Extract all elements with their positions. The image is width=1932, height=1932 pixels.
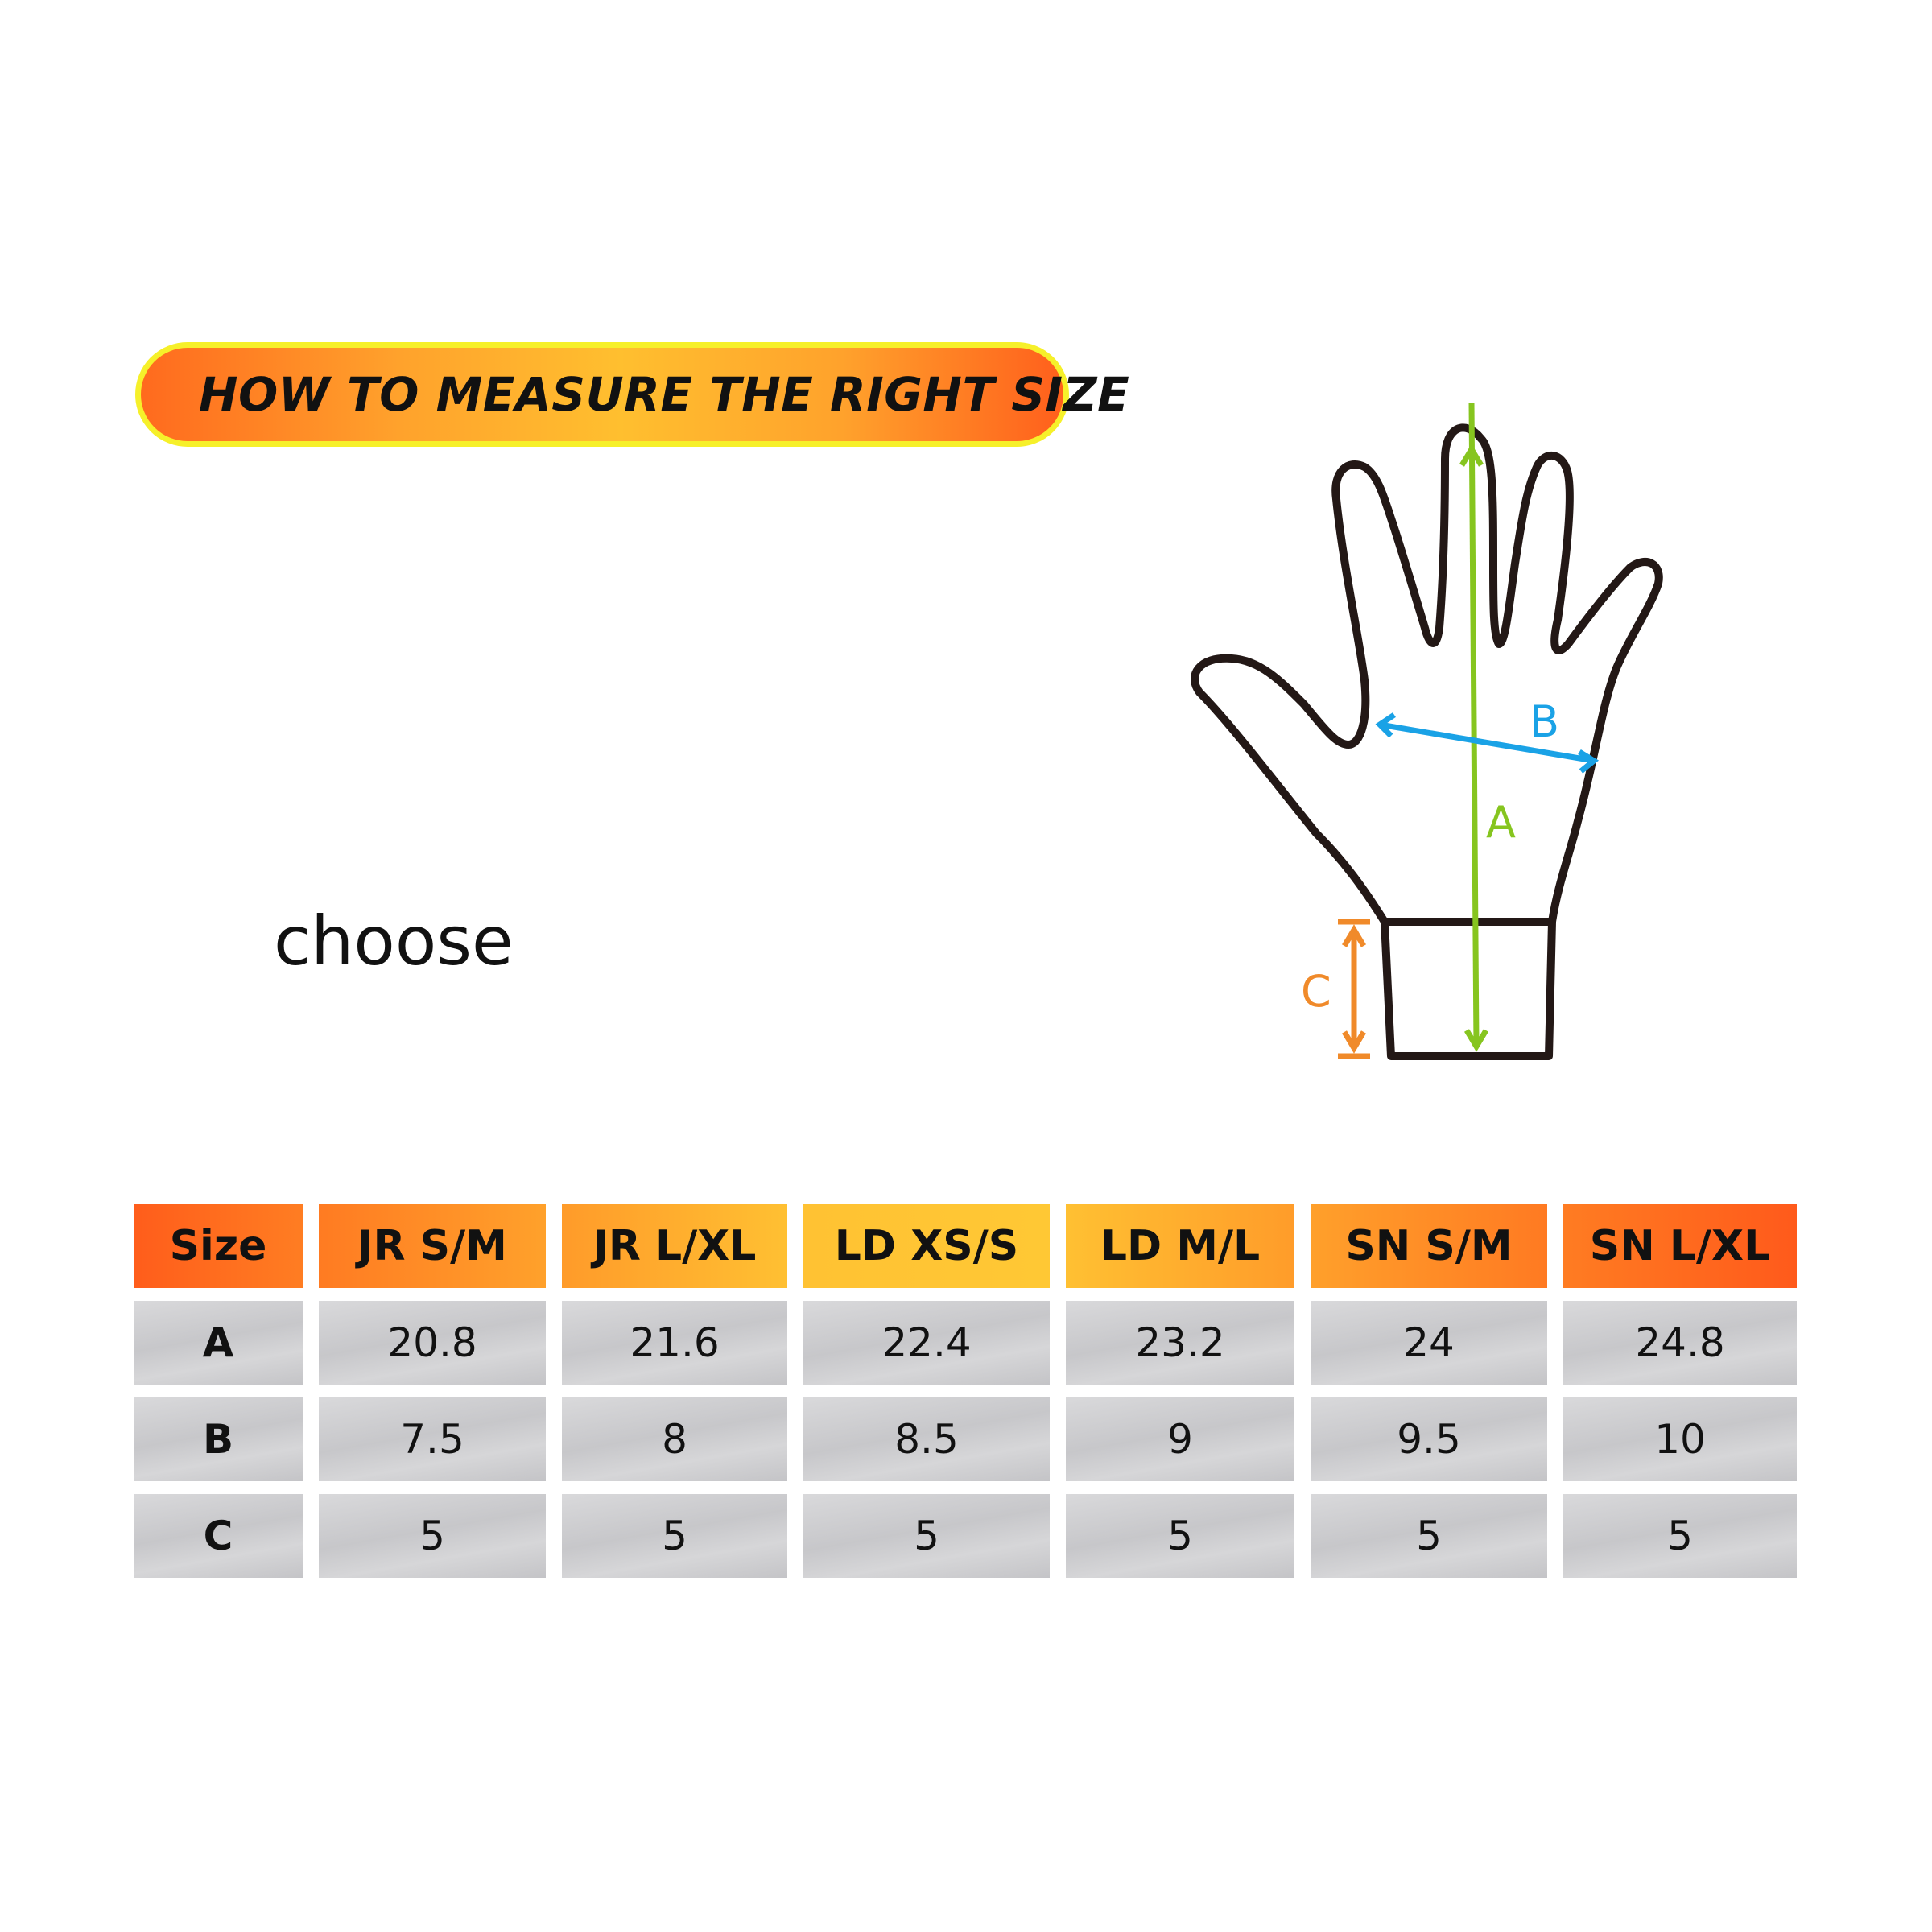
table-cell: 5	[803, 1494, 1050, 1578]
table-header-row: Size JR S/M JR L/XL LD XS/S LD M/L SN S/…	[134, 1204, 1797, 1288]
table-cell: 10	[1563, 1397, 1797, 1481]
table-cell: 23.2	[1066, 1301, 1294, 1385]
label-c: C	[1301, 966, 1331, 1017]
measure-a-arrow	[1459, 402, 1489, 1052]
table-cell: 21.6	[562, 1301, 787, 1385]
label-b: B	[1530, 696, 1559, 747]
header-ld-xs-s: LD XS/S	[803, 1204, 1050, 1288]
measure-c-arrow	[1338, 919, 1370, 1059]
table-cell: 5	[319, 1494, 546, 1578]
table-cell: 5	[1563, 1494, 1797, 1578]
table-cell: 5	[562, 1494, 787, 1578]
label-a: A	[1486, 797, 1516, 848]
table-cell: 22.4	[803, 1301, 1050, 1385]
header-size: Size	[134, 1204, 303, 1288]
header-jr-s-m: JR S/M	[319, 1204, 546, 1288]
table-cell: 8.5	[803, 1397, 1050, 1481]
table-row-a: A 20.8 21.6 22.4 23.2 24 24.8	[134, 1301, 1797, 1385]
table-cell: 24	[1311, 1301, 1547, 1385]
hand-outline	[1191, 423, 1663, 926]
table-cell: 8	[562, 1397, 787, 1481]
row-label-b: B	[134, 1397, 303, 1481]
table-cell: 9.5	[1311, 1397, 1547, 1481]
glove-cuff	[1381, 918, 1556, 1060]
table-cell: 24.8	[1563, 1301, 1797, 1385]
table-cell: 9	[1066, 1397, 1294, 1481]
row-label-c: C	[134, 1494, 303, 1578]
table-row-c: C 5 5 5 5 5 5	[134, 1494, 1797, 1578]
table-cell: 20.8	[319, 1301, 546, 1385]
size-chart-table: Size JR S/M JR L/XL LD XS/S LD M/L SN S/…	[118, 1191, 1813, 1591]
measure-b-arrow	[1375, 712, 1600, 774]
banner-title: HOW TO MEASURE THE RIGHT SIZE	[199, 367, 1130, 422]
choose-text: choose	[274, 902, 514, 980]
header-sn-l-xl: SN L/XL	[1563, 1204, 1797, 1288]
hand-measurement-diagram: A B C	[1191, 402, 1663, 1060]
row-label-a: A	[134, 1301, 303, 1385]
table-cell: 7.5	[319, 1397, 546, 1481]
table-cell: 5	[1311, 1494, 1547, 1578]
table-row-b: B 7.5 8 8.5 9 9.5 10	[134, 1397, 1797, 1481]
header-sn-s-m: SN S/M	[1311, 1204, 1547, 1288]
title-banner: HOW TO MEASURE THE RIGHT SIZE	[135, 342, 1129, 447]
header-jr-l-xl: JR L/XL	[562, 1204, 787, 1288]
table-cell: 5	[1066, 1494, 1294, 1578]
header-ld-m-l: LD M/L	[1066, 1204, 1294, 1288]
